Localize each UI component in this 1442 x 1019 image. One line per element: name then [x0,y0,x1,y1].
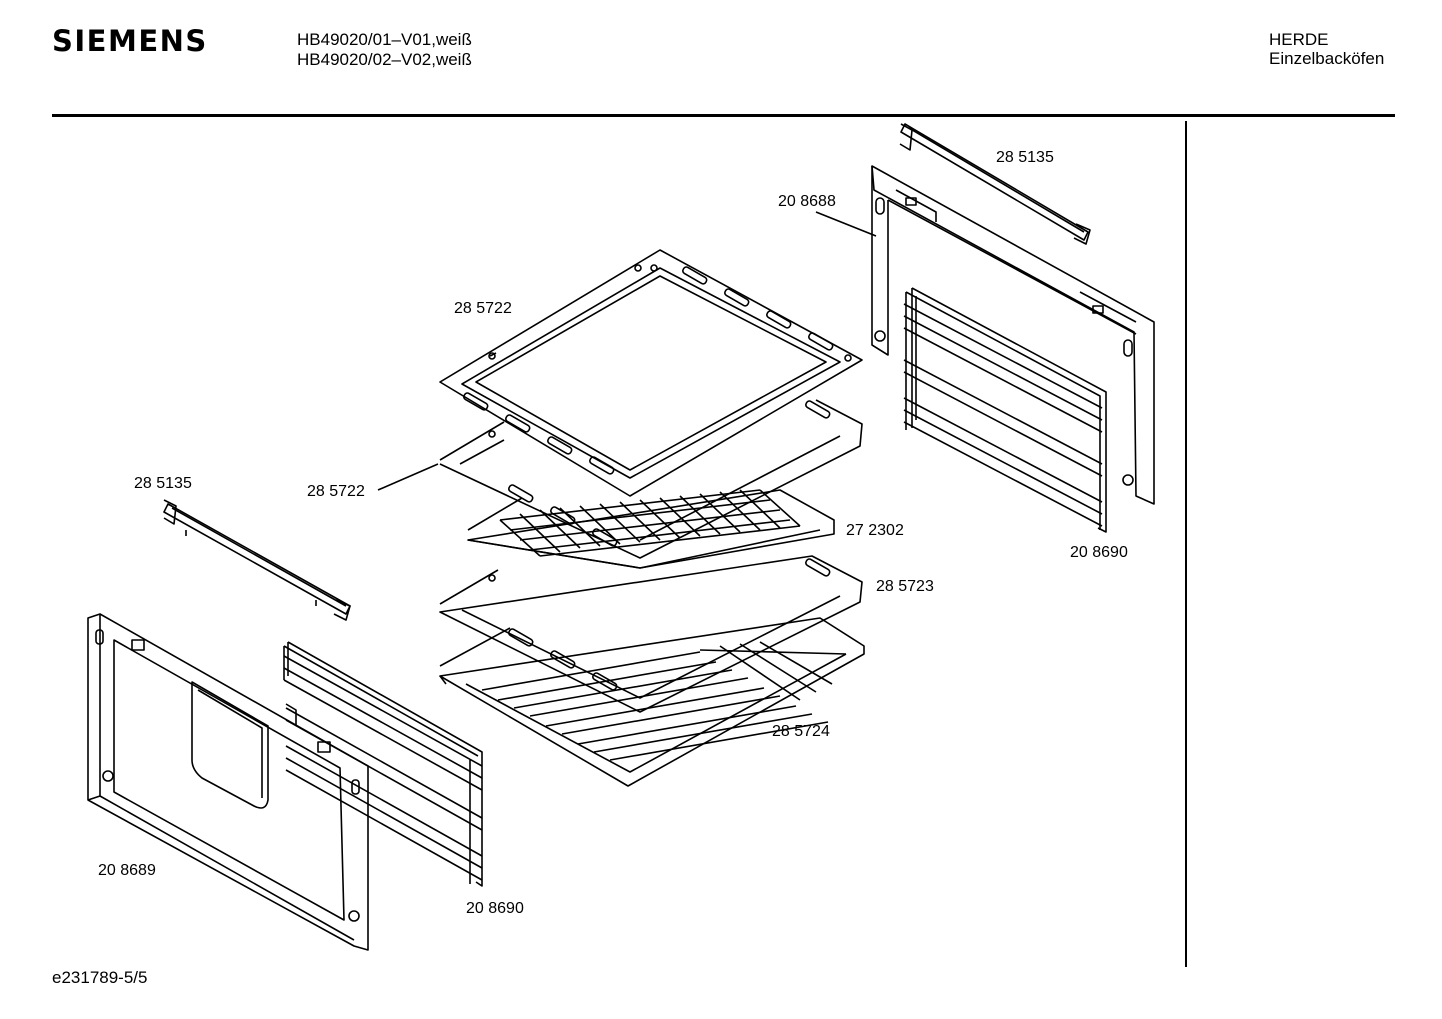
universal-pan [439,555,863,713]
label-frame-front-left: 20 8689 [98,862,156,879]
document-id: e231789-5/5 [52,968,148,987]
label-rack-right: 20 8690 [1070,544,1128,561]
rail-top-right [899,123,1091,245]
label-universal-pan: 28 5723 [876,578,934,595]
baking-sheet-top [439,249,863,497]
side-divider [1185,121,1187,967]
rack-left [283,641,483,887]
grill-pan [467,489,835,569]
header-divider [52,114,1395,117]
label-grill-pan: 27 2302 [846,522,904,539]
rack-right [903,287,1107,533]
label-rack-left: 20 8690 [466,900,524,917]
frame-front-left [87,613,369,951]
model-line-2: HB49020/02–V02,weiß [297,50,472,69]
leader-line-285722 [377,463,439,491]
label-baking-sheet-second: 28 5722 [307,483,365,500]
category-line-1: HERDE [1269,30,1329,49]
grid-rack [439,617,865,787]
rail-left [163,499,351,621]
leader-line-208688 [815,211,877,237]
label-rail-top-right: 28 5135 [996,149,1054,166]
model-list: HB49020/01–V01,weiß HB49020/02–V02,weiß [297,30,472,70]
label-grid-rack: 28 5724 [772,723,830,740]
brand-logo: SIEMENS [52,24,208,58]
model-line-1: HB49020/01–V01,weiß [297,30,472,49]
label-frame-rear-right: 20 8688 [778,193,836,210]
label-baking-sheet-top: 28 5722 [454,300,512,317]
label-rail-left: 28 5135 [134,475,192,492]
category-block: HERDE Einzelbacköfen [1269,30,1384,68]
category-line-2: Einzelbacköfen [1269,49,1385,68]
frame-rear-right [871,165,1155,505]
